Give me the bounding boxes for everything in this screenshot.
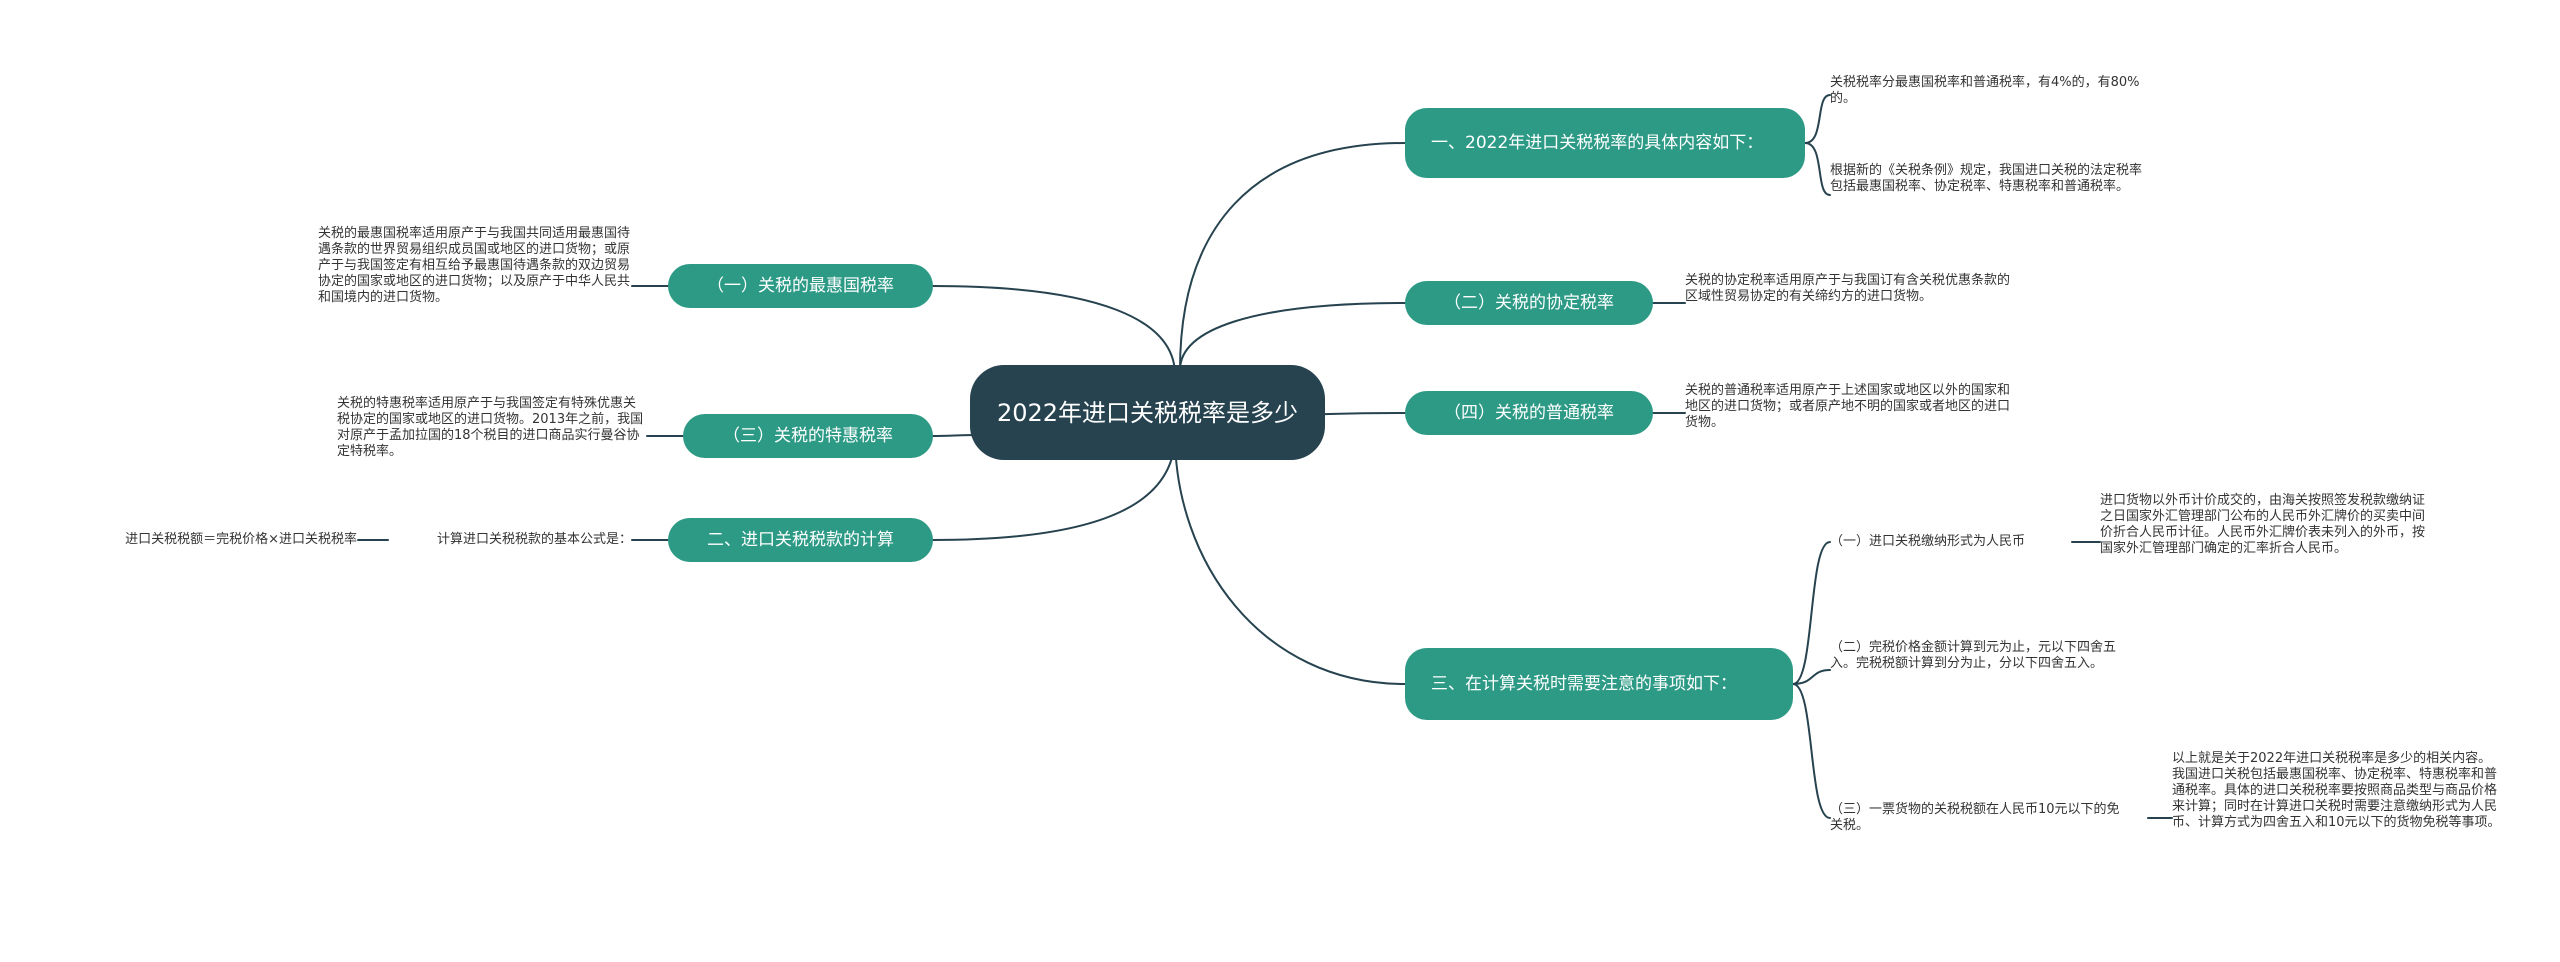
- branch-duty-calculation[interactable]: 二、进口关税税款的计算: [668, 518, 933, 562]
- root-topic-label: 2022年进口关税税率是多少: [996, 398, 1299, 427]
- leaf-payment-currency-detail-text: 进口货物以外币计价成交的，由海关按照签发税款缴纳证之日国家外汇管理部门公布的人民…: [2100, 493, 2426, 556]
- leaf-general-rate-text: 关税的普通税率适用原产于上述国家或地区以外的国家和地区的进口货物；或者原产地不明…: [1685, 383, 2011, 430]
- leaf-basic-formula[interactable]: 进口关税税额＝完税价格×进口关税税率: [52, 532, 357, 548]
- branch-duty-calculation-label: 二、进口关税税款的计算: [707, 530, 894, 550]
- connector-r1-bracket: [1804, 94, 1831, 196]
- branch-preferential-rate-label: （三）关税的特惠税率: [723, 426, 893, 446]
- leaf-payment-currency[interactable]: （一）进口关税缴纳形式为人民币: [1830, 534, 2075, 550]
- leaf-rate-range[interactable]: 关税税率分最惠国税率和普通税率，有4%的，有80%的。: [1830, 75, 2150, 107]
- leaf-agreement-rate-text: 关税的协定税率适用原产于与我国订有含关税优惠条款的区域性贸易协定的有关缔约方的进…: [1685, 273, 2011, 304]
- leaf-mfn-rate-text: 关税的最惠国税率适用原产于与我国共同适用最惠国待遇条款的世界贸易组织成员国或地区…: [318, 226, 631, 305]
- leaf-preferential-rate-text: 关税的特惠税率适用原产于与我国签定有特殊优惠关税协定的国家或地区的进口货物。20…: [337, 396, 644, 459]
- connector-r4-bracket: [1792, 541, 1831, 819]
- leaf-exemption-text: （三）一票货物的关税税额在人民币10元以下的免关税。: [1830, 802, 2120, 833]
- leaf-summary-text: 以上就是关于2022年进口关税税率是多少的相关内容。我国进口关税包括最惠国税率、…: [2172, 751, 2501, 830]
- leaf-rate-range-text: 关税税率分最惠国税率和普通税率，有4%的，有80%的。: [1830, 75, 2140, 106]
- leaf-mfn-rate[interactable]: 关税的最惠国税率适用原产于与我国共同适用最惠国待遇条款的世界贸易组织成员国或地区…: [318, 226, 630, 306]
- branch-mfn-rate-label: （一）关税的最惠国税率: [707, 276, 894, 296]
- branch-general-rate-label: （四）关税的普通税率: [1444, 403, 1614, 423]
- leaf-basic-formula-label-text: 计算进口关税税款的基本公式是：: [436, 532, 632, 547]
- leaf-basic-formula-label[interactable]: 计算进口关税税款的基本公式是：: [392, 532, 632, 548]
- leaf-general-rate[interactable]: 关税的普通税率适用原产于上述国家或地区以外的国家和地区的进口货物；或者原产地不明…: [1685, 383, 2015, 431]
- leaf-statutory-rates[interactable]: 根据新的《关税条例》规定，我国进口关税的法定税率包括最惠国税率、协定税率、特惠税…: [1830, 163, 2150, 195]
- leaf-basic-formula-text: 进口关税税额＝完税价格×进口关税税率: [125, 532, 357, 547]
- branch-preferential-rate[interactable]: （三）关税的特惠税率: [683, 414, 933, 458]
- branch-agreement-rate[interactable]: （二）关税的协定税率: [1405, 281, 1653, 325]
- leaf-payment-currency-text: （一）进口关税缴纳形式为人民币: [1830, 534, 2026, 549]
- leaf-agreement-rate[interactable]: 关税的协定税率适用原产于与我国订有含关税优惠条款的区域性贸易协定的有关缔约方的进…: [1685, 273, 2015, 305]
- connector-root-l1: [932, 285, 1176, 376]
- branch-specific-rates-label: 一、2022年进口关税税率的具体内容如下：: [1431, 133, 1764, 153]
- branch-calculation-notes-label: 三、在计算关税时需要注意的事项如下：: [1431, 674, 1737, 694]
- branch-general-rate[interactable]: （四）关税的普通税率: [1405, 391, 1653, 435]
- connector-root-r2: [1179, 302, 1406, 371]
- root-topic[interactable]: 2022年进口关税税率是多少: [970, 365, 1325, 460]
- leaf-payment-currency-detail[interactable]: 进口货物以外币计价成交的，由海关按照签发税款缴纳证之日国家外汇管理部门公布的人民…: [2100, 493, 2430, 557]
- leaf-statutory-rates-text: 根据新的《关税条例》规定，我国进口关税的法定税率包括最惠国税率、协定税率、特惠税…: [1830, 163, 2143, 194]
- leaf-preferential-rate[interactable]: 关税的特惠税率适用原产于与我国签定有特殊优惠关税协定的国家或地区的进口货物。20…: [337, 396, 645, 460]
- leaf-summary[interactable]: 以上就是关于2022年进口关税税率是多少的相关内容。我国进口关税包括最惠国税率、…: [2172, 751, 2502, 831]
- branch-specific-rates[interactable]: 一、2022年进口关税税率的具体内容如下：: [1405, 108, 1805, 178]
- branch-calculation-notes[interactable]: 三、在计算关税时需要注意的事项如下：: [1405, 648, 1793, 720]
- leaf-exemption[interactable]: （三）一票货物的关税税额在人民币10元以下的免关税。: [1830, 802, 2130, 834]
- connector-root-r4: [1174, 434, 1406, 685]
- leaf-rounding-rule[interactable]: （二）完税价格金额计算到元为止，元以下四舍五入。完税税额计算到分为止，分以下四舍…: [1830, 640, 2135, 672]
- leaf-rounding-rule-text: （二）完税价格金额计算到元为止，元以下四舍五入。完税税额计算到分为止，分以下四舍…: [1830, 640, 2117, 671]
- branch-mfn-rate[interactable]: （一）关税的最惠国税率: [668, 264, 933, 308]
- connector-root-r1: [1179, 142, 1406, 371]
- branch-agreement-rate-label: （二）关税的协定税率: [1444, 293, 1614, 313]
